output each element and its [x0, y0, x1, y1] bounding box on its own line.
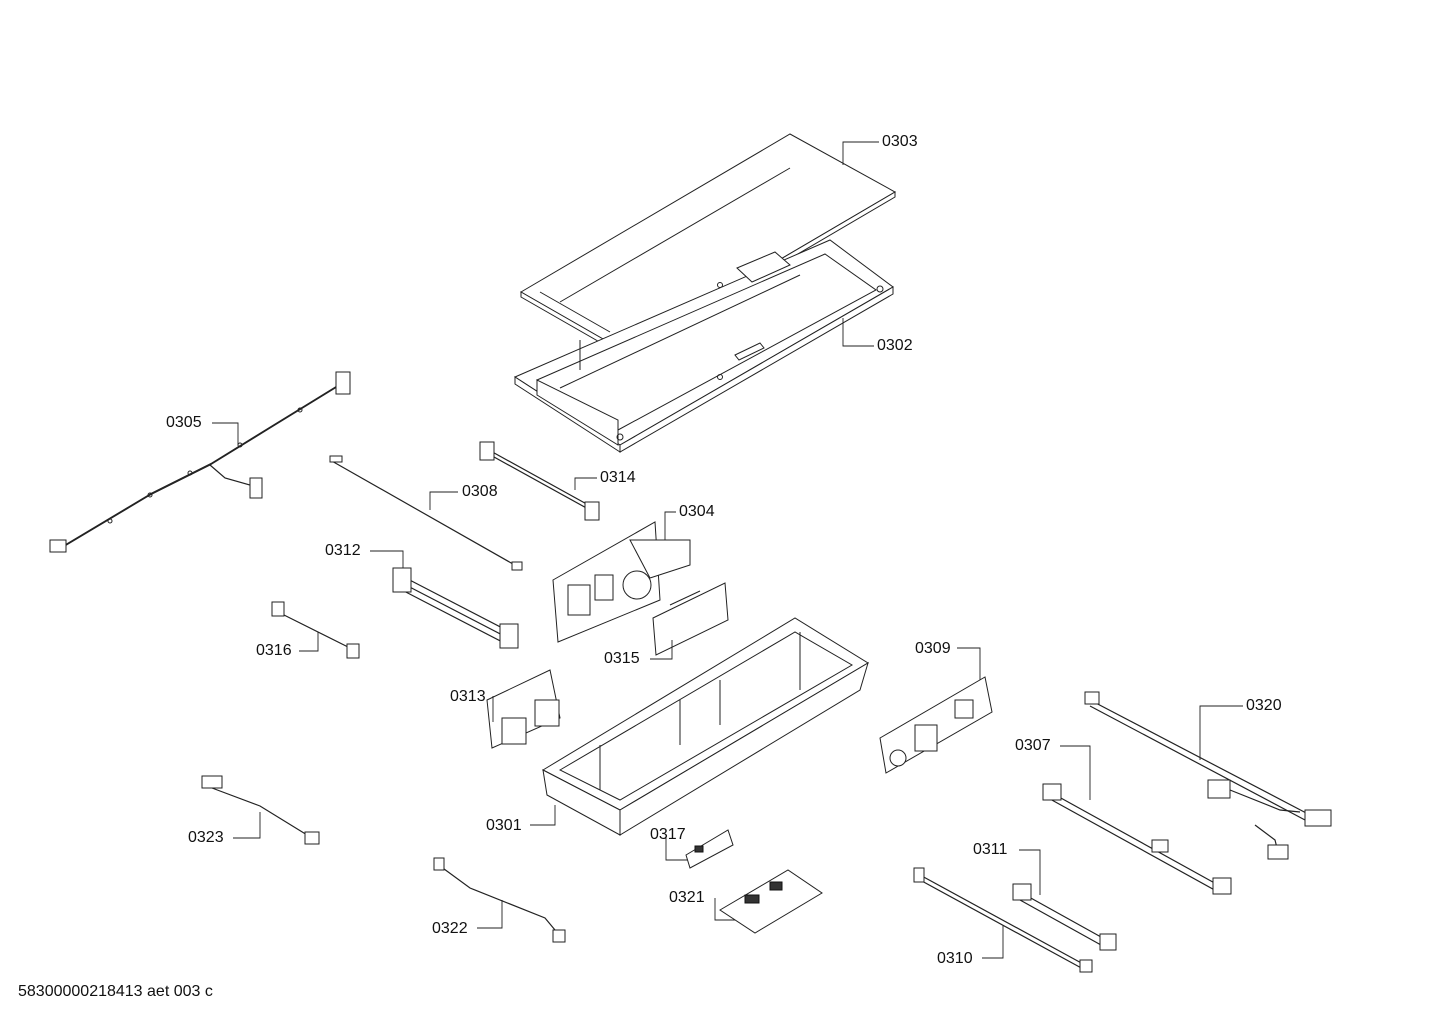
callout-0317: 0317 [650, 826, 686, 843]
callout-0320: 0320 [1246, 697, 1282, 714]
callout-0312: 0312 [325, 542, 361, 559]
part-0315-board [652, 582, 729, 656]
callout-0313: 0313 [450, 688, 486, 705]
callout-0314: 0314 [600, 469, 636, 486]
callout-0307: 0307 [1015, 737, 1051, 754]
part-0320-harness [1084, 691, 1332, 860]
callout-0310: 0310 [937, 950, 973, 967]
callout-0315: 0315 [604, 650, 640, 667]
part-0307-flat-cable [1042, 783, 1232, 895]
part-0314-cable [479, 441, 600, 521]
callout-0302: 0302 [877, 337, 913, 354]
callout-0322: 0322 [432, 920, 468, 937]
leader-lines [212, 141, 1243, 959]
part-0317-small-board [685, 829, 734, 869]
part-0316-cable [271, 601, 360, 659]
part-0305-wiring-harness [49, 371, 351, 553]
part-0313-board [486, 669, 561, 749]
part-0312-flat-cable [392, 567, 519, 649]
part-0310-cable [913, 867, 1093, 973]
callout-0305: 0305 [166, 414, 202, 431]
callout-0308: 0308 [462, 483, 498, 500]
part-0322-cable [433, 857, 566, 943]
callout-0301: 0301 [486, 817, 522, 834]
callout-0309: 0309 [915, 640, 951, 657]
callout-0304: 0304 [679, 503, 715, 520]
callout-0321: 0321 [669, 889, 705, 906]
document-id-footer: 58300000218413 aet 003 c [18, 983, 213, 1000]
callout-0311: 0311 [973, 841, 1008, 858]
part-0309-board [879, 676, 993, 774]
part-0304-power-board [552, 521, 691, 643]
callout-0323: 0323 [188, 829, 224, 846]
part-0301-housing-box [541, 617, 869, 836]
callout-0316: 0316 [256, 642, 292, 659]
part-0321-board [719, 869, 823, 934]
part-0311-flat-cable [1012, 883, 1117, 951]
part-0308-cable [329, 455, 523, 571]
part-0323-cable [201, 775, 320, 845]
callout-0303: 0303 [882, 133, 918, 150]
part-0302-tray-frame [513, 239, 894, 453]
